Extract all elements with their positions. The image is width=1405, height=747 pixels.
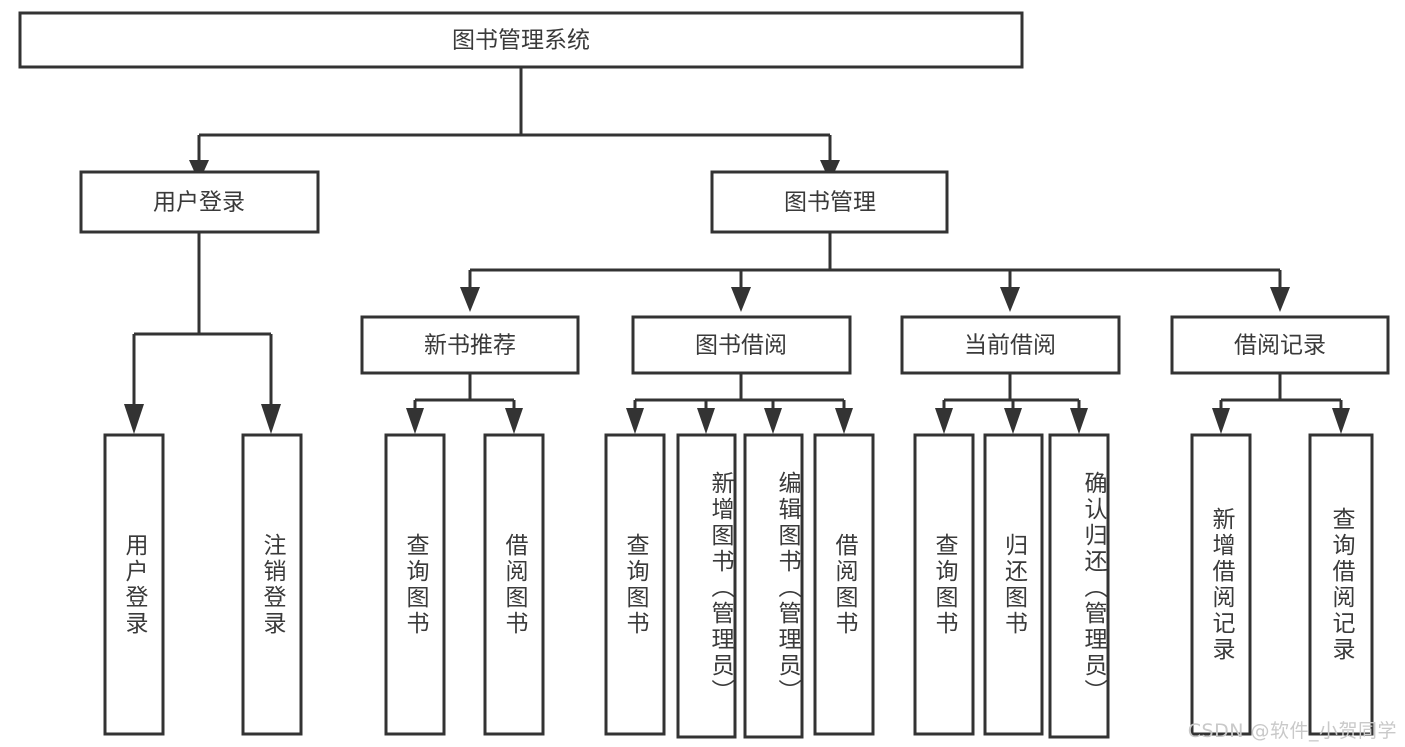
node-leaf-user-login[interactable] (103, 433, 165, 736)
label-book-management: 图书管理 (784, 190, 876, 216)
node-leaf-confirm-return-admin[interactable] (1048, 433, 1110, 739)
arrow-icon (731, 287, 751, 312)
label-borrow-record: 借阅记录 (1234, 333, 1326, 359)
arrow-icon (261, 404, 281, 434)
arrow-icon (124, 404, 144, 434)
arrow-icon (460, 287, 480, 312)
node-leaf-logout[interactable] (241, 433, 303, 736)
arrow-icon (626, 408, 644, 434)
node-root-book-management-system[interactable] (18, 11, 1024, 69)
arrow-icon (764, 408, 782, 434)
label-current-borrow: 当前借阅 (964, 333, 1056, 359)
label-root: 图书管理系统 (452, 28, 590, 54)
node-leaf-query-borrow-record[interactable] (1308, 433, 1374, 736)
arrow-icon (1000, 287, 1020, 312)
node-leaf-query-book-1[interactable] (384, 433, 446, 736)
arrow-icon (935, 408, 953, 434)
label-group-horizontal: 图书管理系统 用户登录 图书管理 新书推荐 图书借阅 当前借阅 借阅记录 (153, 28, 1326, 359)
node-leaf-borrow-book-1[interactable] (483, 433, 545, 736)
node-leaf-query-book-2[interactable] (604, 433, 666, 736)
node-group (18, 11, 1390, 739)
node-new-book-recommend[interactable] (360, 315, 580, 375)
node-borrow-record[interactable] (1170, 315, 1390, 375)
label-book-borrow: 图书借阅 (695, 333, 787, 359)
node-leaf-borrow-book-2[interactable] (813, 433, 875, 736)
arrowhead-group (124, 160, 1350, 434)
arrow-icon (1332, 408, 1350, 434)
watermark-text: CSDN @软件_小贺同学 (1187, 720, 1397, 742)
node-user-login[interactable] (79, 170, 320, 234)
node-leaf-query-book-3[interactable] (913, 433, 975, 736)
label-user-login: 用户登录 (153, 190, 245, 216)
node-current-borrow[interactable] (900, 315, 1121, 375)
arrow-icon (1070, 408, 1088, 434)
arrow-icon (835, 408, 853, 434)
arrow-icon (406, 408, 424, 434)
node-leaf-edit-book-admin[interactable] (743, 433, 804, 739)
arrow-icon (697, 408, 715, 434)
arrow-icon (1270, 287, 1290, 312)
arrow-icon (1004, 408, 1022, 434)
node-leaf-return-book[interactable] (983, 433, 1044, 736)
node-leaf-add-borrow-record[interactable] (1190, 433, 1252, 736)
label-new-book-recommend: 新书推荐 (424, 333, 516, 359)
arrow-icon (1212, 408, 1230, 434)
node-book-management[interactable] (710, 170, 949, 234)
node-leaf-add-book-admin[interactable] (676, 433, 737, 739)
node-book-borrow[interactable] (631, 315, 852, 375)
arrow-icon (505, 408, 523, 434)
